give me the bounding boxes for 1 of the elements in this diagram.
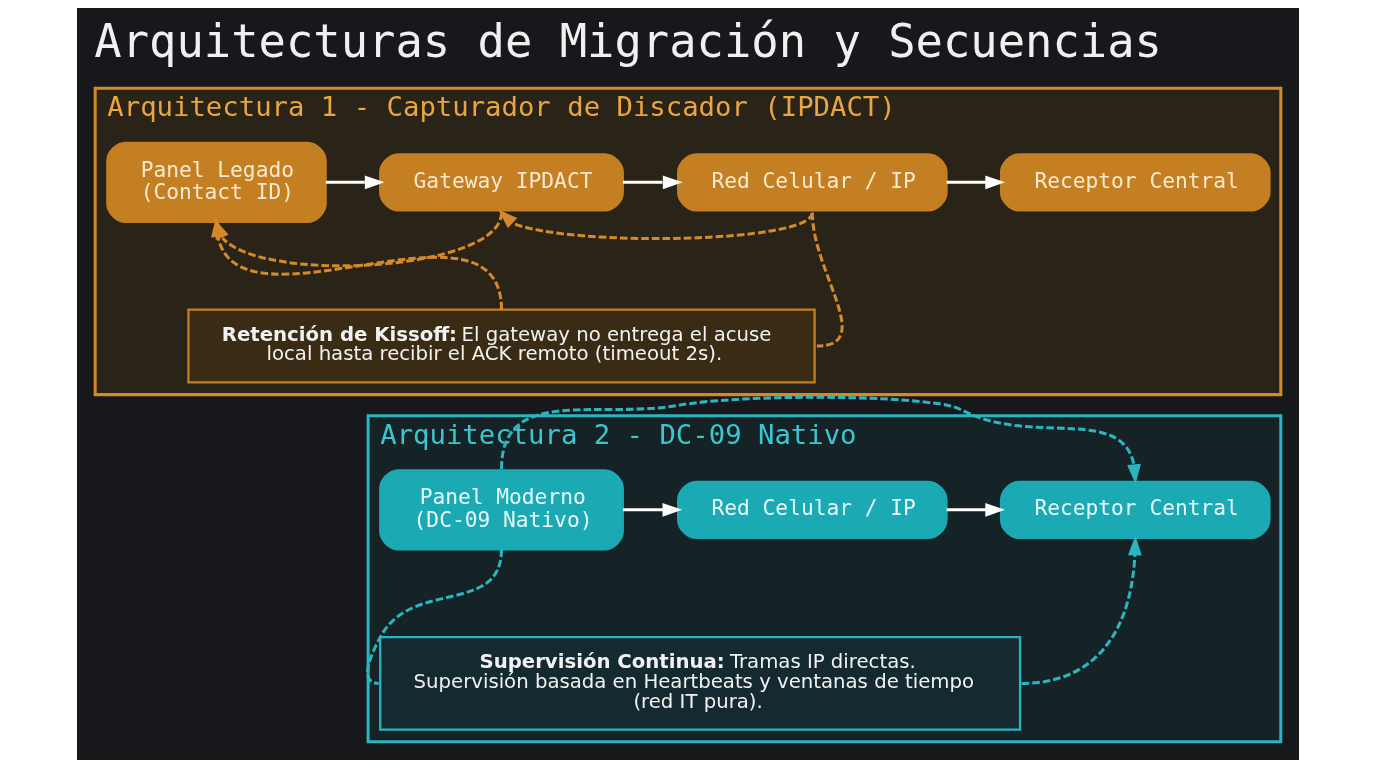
diagram-title: Arquitecturas de Migración y Secuencias	[94, 14, 1162, 68]
